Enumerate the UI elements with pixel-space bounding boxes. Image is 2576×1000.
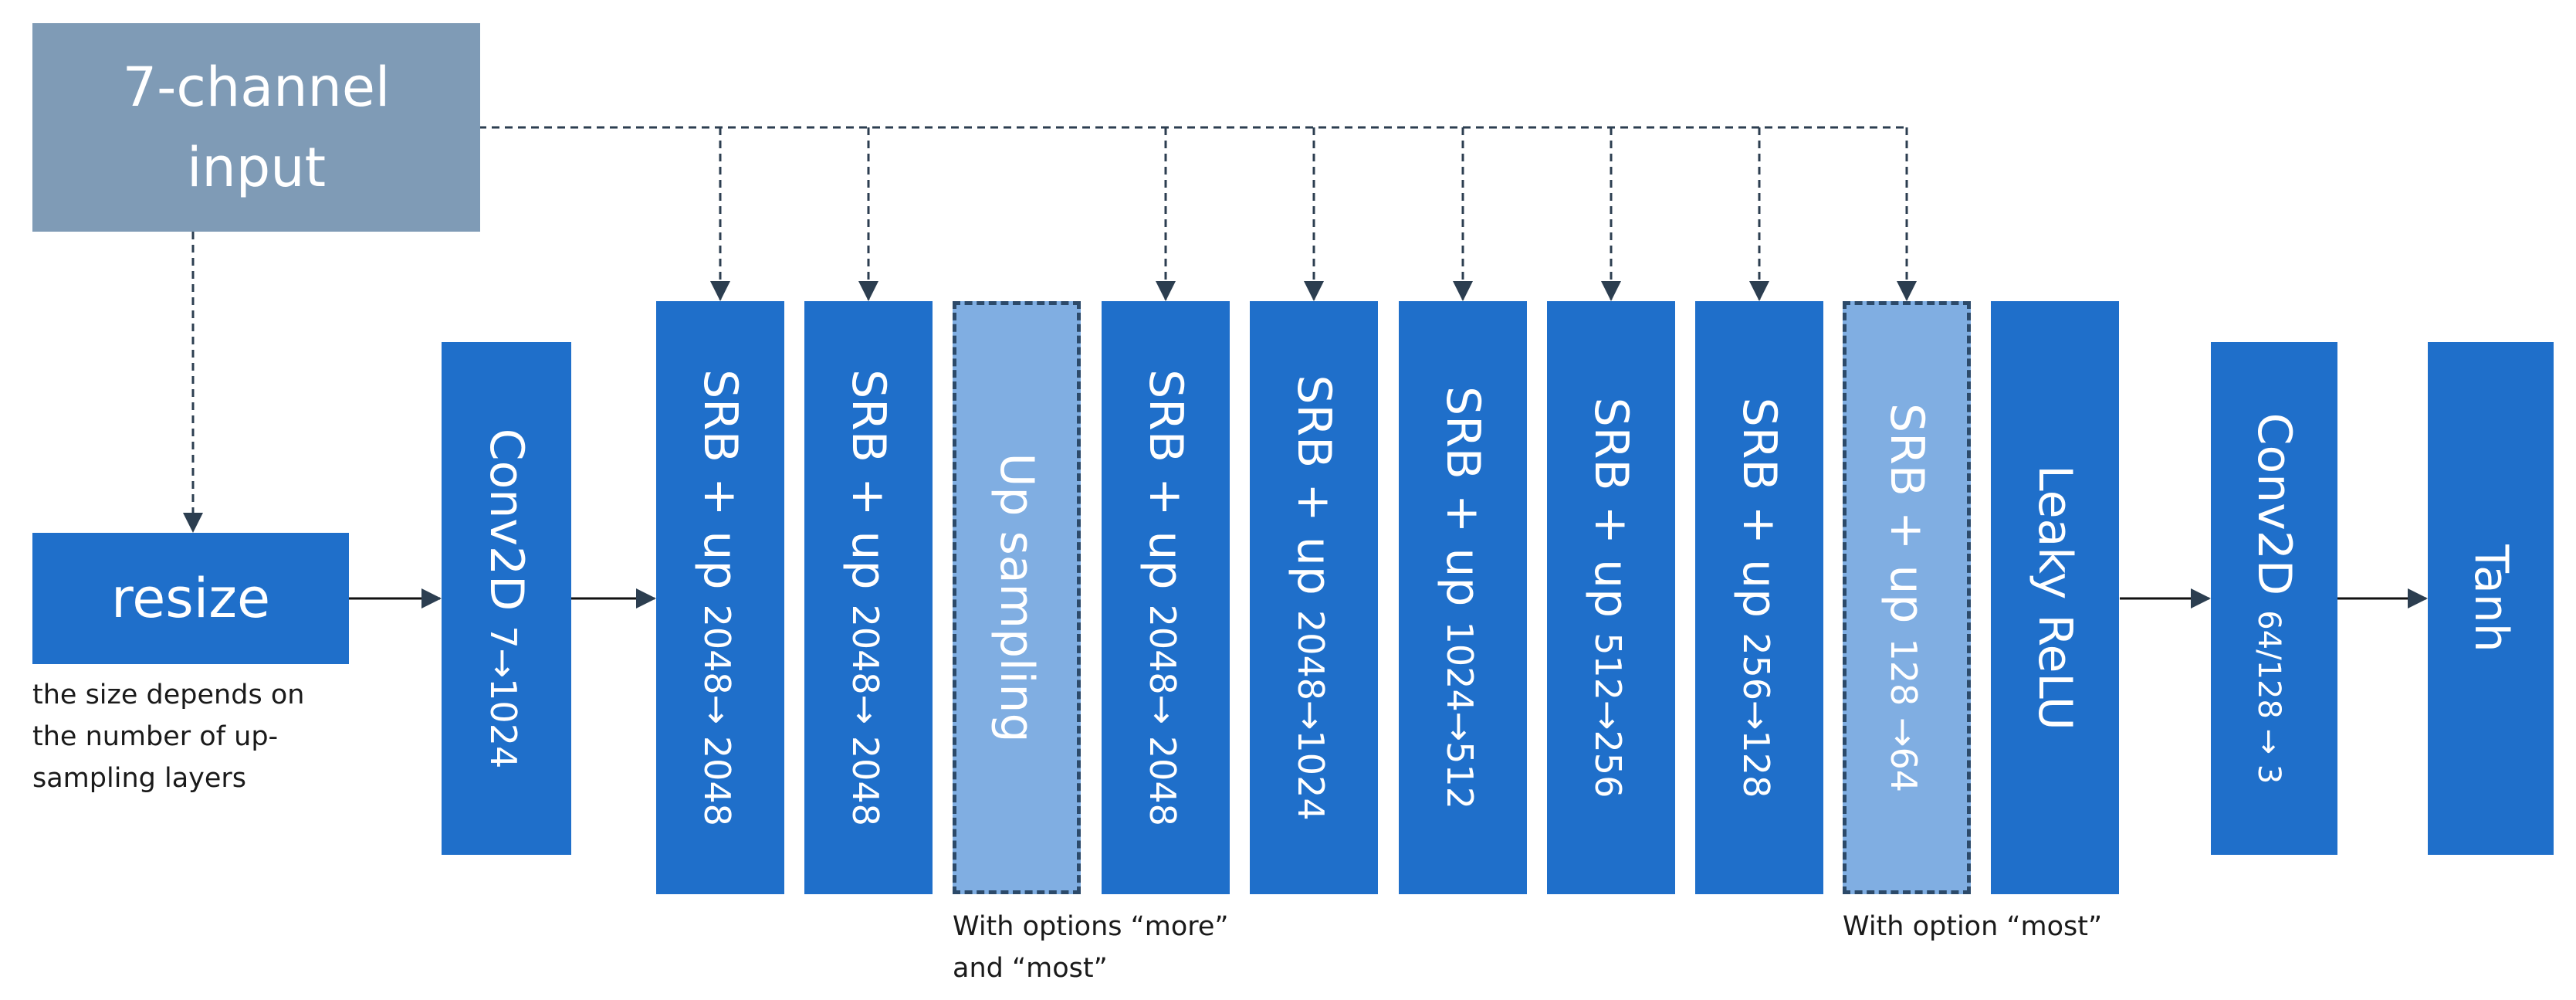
srb-up-block: SRB + up 1024→512 <box>1399 301 1527 894</box>
tanh-block: Tanh <box>2428 342 2554 855</box>
resize-block: resize <box>32 533 349 664</box>
srb-up-block: SRB + up 2048→ 2048 <box>656 301 784 894</box>
srb-up-block: SRB + up 2048→ 2048 <box>1102 301 1230 894</box>
resize-note: the size depends on the number of up- sa… <box>32 680 305 794</box>
srb-up-block: SRB + up 256→128 <box>1695 301 1823 894</box>
resize-label: resize <box>110 567 271 630</box>
conv2d-input-block: Conv2D 7→1024 <box>442 342 571 855</box>
leaky-relu-block: Leaky ReLU <box>1991 301 2119 894</box>
srb-up-optional-block: SRB + up 128 →64 <box>1843 301 1971 894</box>
srb-up-block: SRB + up 2048→ 2048 <box>804 301 933 894</box>
srb64-option-note: With option “most” <box>1843 911 2103 942</box>
upsampling-block: Up sampling <box>953 301 1081 894</box>
conv2d-output-block: Conv2D 64/128 → 3 <box>2211 342 2337 855</box>
upsampling-option-note: With options “more” and “most” <box>953 911 1229 984</box>
input-label: 7-channel input <box>122 56 391 199</box>
input-block: 7-channel input <box>32 23 480 232</box>
srb-up-block: SRB + up 512→256 <box>1547 301 1675 894</box>
srb-up-block: SRB + up 2048→1024 <box>1250 301 1378 894</box>
